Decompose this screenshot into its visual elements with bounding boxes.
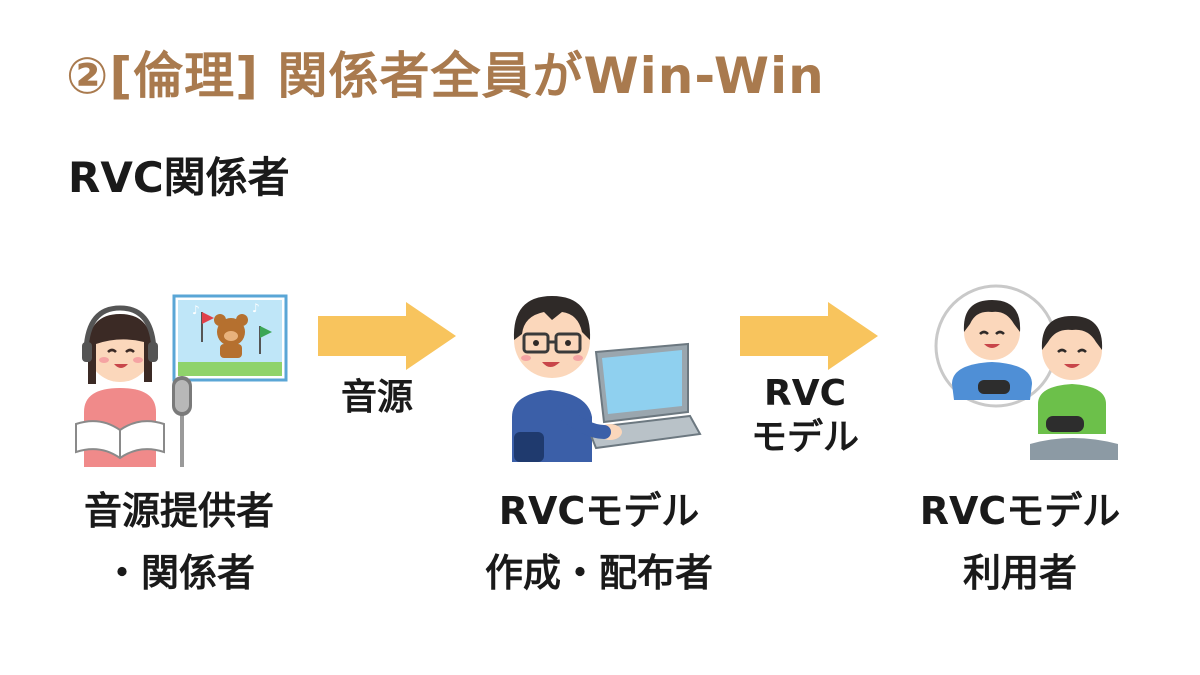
kids-gaming-illustration <box>934 284 1118 460</box>
caption-line: 作成・配布者 <box>484 551 713 595</box>
actor-caption-creator: RVCモデル 作成・配布者 <box>454 480 744 604</box>
svg-text:♪: ♪ <box>252 301 260 315</box>
arrow-right-icon <box>740 302 878 370</box>
svg-text:♪: ♪ <box>192 303 200 317</box>
arrow-label-rvc-model: RVC モデル <box>740 372 870 460</box>
singer-recording-illustration: ♪ ♪ <box>75 294 288 467</box>
arrow-right-icon <box>318 302 456 370</box>
caption-line: 利用者 <box>962 551 1077 595</box>
slide-subtitle: RVC関係者 <box>68 153 290 202</box>
slide-title: ②[倫理] 関係者全員がWin-Win <box>66 47 825 105</box>
developer-laptop-illustration <box>512 296 702 462</box>
arrow-label-audio: 音源 <box>340 377 413 418</box>
caption-line: RVCモデル <box>498 489 700 533</box>
arrow-label-line1: RVC <box>763 373 846 414</box>
actor-caption-user: RVCモデル 利用者 <box>896 480 1144 604</box>
arrow-label-line2: モデル <box>750 417 859 458</box>
caption-line: ・関係者 <box>102 551 255 595</box>
caption-line: RVCモデル <box>919 489 1121 533</box>
actor-caption-source: 音源提供者 ・関係者 <box>54 480 304 604</box>
caption-line: 音源提供者 <box>83 489 274 533</box>
